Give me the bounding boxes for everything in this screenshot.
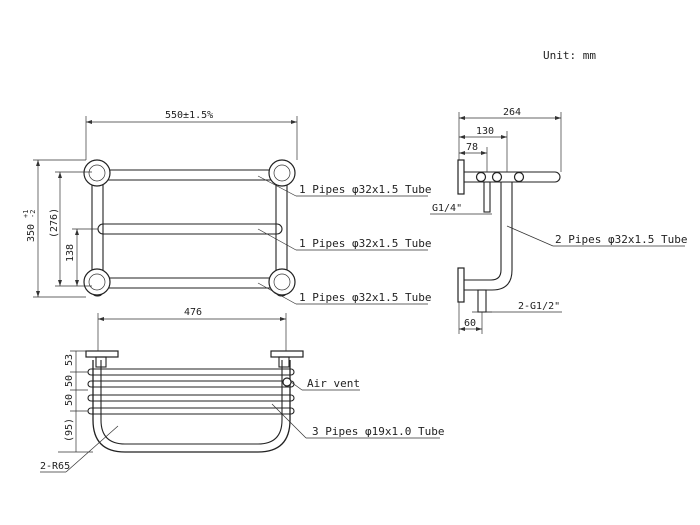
top-dim-53: 53 (64, 354, 75, 366)
front-view: 550±1.5% 350 +1 -2 (276) 138 1 Pipes φ32… (22, 110, 431, 305)
top-dim-50-b: 50 (64, 394, 75, 406)
side-dim-60: 60 (464, 318, 476, 329)
unit-note: Unit: mm (543, 49, 596, 62)
top-dim-95: (95) (64, 418, 75, 442)
front-height-tol-minus: -2 (29, 210, 37, 218)
side-wall-plate-bottom (457, 267, 465, 303)
top-view: 476 53 50 50 (95) Air vent 3 Pipes φ19x1… (40, 307, 444, 473)
side-view: 264 130 78 G1/4" 2 Pipes φ32x1.5 Tube 2-… (430, 107, 687, 334)
side-dim-130: 130 (476, 126, 494, 137)
top-u-loop-outer (92, 360, 291, 453)
front-top-rail (97, 169, 283, 181)
front-flange-top-right-inner (273, 164, 291, 182)
front-flange-top-right (268, 159, 296, 187)
top-width-dim: 476 (184, 307, 202, 318)
side-overall-depth-dim: 264 (503, 107, 521, 118)
front-flange-bottom-left (83, 268, 111, 296)
top-u-loop-inner (100, 360, 283, 445)
side-wall-plate-top (457, 159, 465, 195)
front-flange-top-left (83, 159, 111, 187)
front-flange-bottom-right (268, 268, 296, 296)
side-dim-78: 78 (466, 142, 478, 153)
front-callout-bottom: 1 Pipes φ32x1.5 Tube (299, 291, 431, 304)
top-wall-plate-right (270, 350, 304, 358)
top-air-vent-icon (282, 377, 292, 387)
front-height-tol-plus: +1 (22, 210, 30, 218)
side-rail-end-2 (491, 171, 503, 183)
side-inlet-stub (483, 181, 491, 213)
side-bottom-valve (477, 289, 487, 313)
top-rail-3 (87, 394, 295, 402)
side-tube-callout: 2 Pipes φ32x1.5 Tube (555, 233, 687, 246)
top-wall-plate-left (85, 350, 119, 358)
side-rail-end-3 (513, 171, 525, 183)
front-height-dim: 350 (26, 224, 37, 242)
front-width-dim: 550±1.5% (165, 110, 213, 121)
side-inlet-thread: G1/4" (432, 203, 462, 214)
top-tube-callout: 3 Pipes φ19x1.0 Tube (312, 425, 444, 438)
top-dim-50-a: 50 (64, 375, 75, 387)
top-rail-4 (87, 407, 295, 415)
side-rail-end-1 (475, 171, 487, 183)
top-rail-2 (87, 380, 295, 388)
front-callout-top: 1 Pipes φ32x1.5 Tube (299, 183, 431, 196)
front-inner-height-dim: (276) (49, 208, 60, 238)
front-bottom-rail (97, 277, 283, 289)
front-flange-top-left-inner (88, 164, 106, 182)
front-callout-middle: 1 Pipes φ32x1.5 Tube (299, 237, 431, 250)
front-lower-spacing-dim: 138 (65, 244, 76, 262)
front-flange-bottom-left-inner (88, 273, 106, 291)
top-rail-1 (87, 368, 295, 376)
top-radius-label: 2-R65 (40, 461, 70, 472)
top-air-vent-label: Air vent (307, 377, 360, 390)
front-middle-rail (97, 223, 283, 235)
side-outlet-thread: 2-G1/2" (518, 301, 560, 312)
front-flange-bottom-right-inner (273, 273, 291, 291)
